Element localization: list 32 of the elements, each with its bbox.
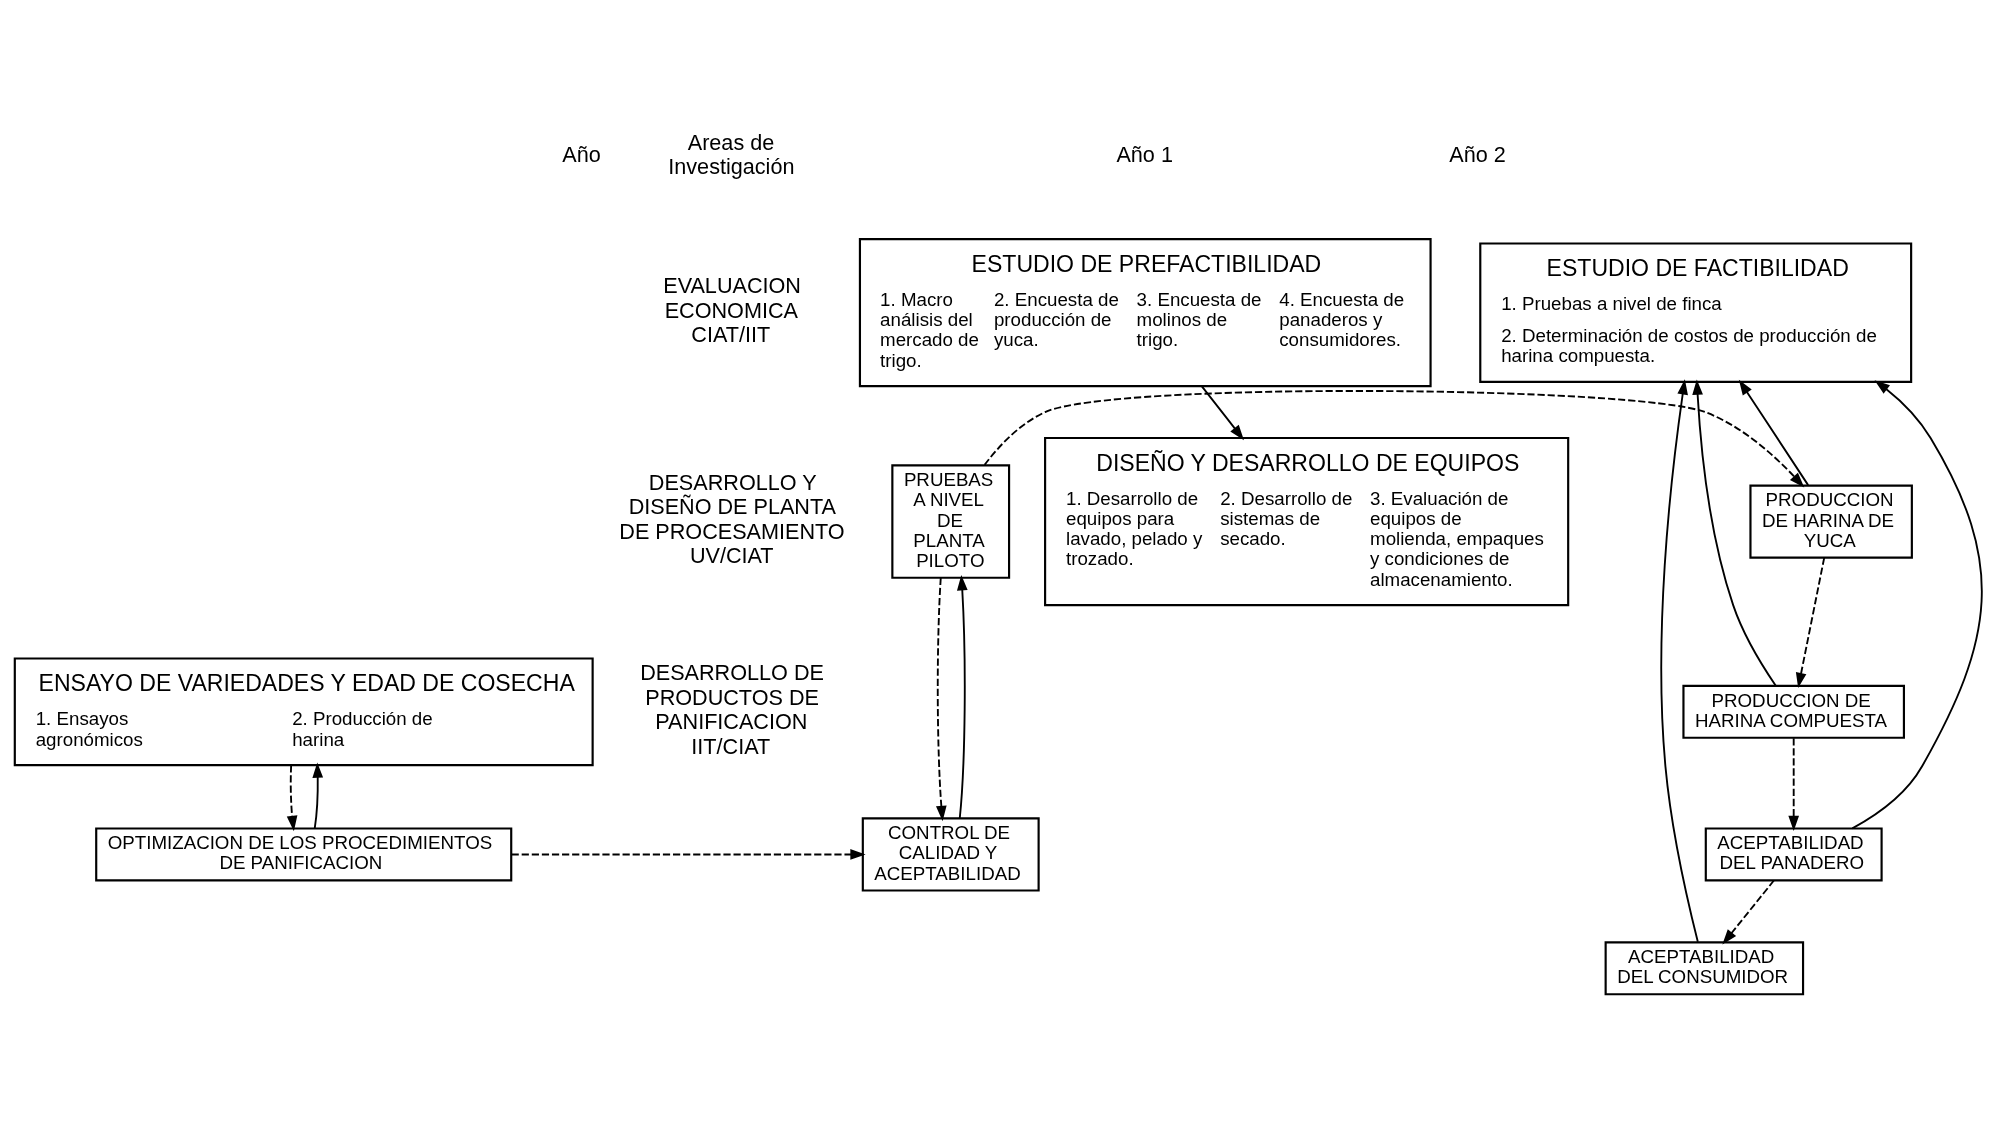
label: DESARROLLO Y DISEÑO DE PLANTA DE PROCESAMIENTO UV/CIAT (619, 469, 845, 569)
arrow (983, 390, 1805, 488)
arrow (312, 762, 324, 830)
arrow (1788, 737, 1800, 832)
label: EVALUACION ECONOMICA CIAT/IIT (663, 273, 801, 348)
arrow (286, 764, 298, 832)
label: DESARROLLO DE PRODUCTOS DE PANIFICACION IIT/CIAT (640, 660, 824, 759)
arrow (1200, 385, 1244, 441)
node-box: DISEÑO Y DESARROLLO DE EQUIPOS 1. Desarrollo de equipos para lavado, pelado y trozado. 2. Desarrollo de sistemas de secado. 3. Evaluación de equipos de molienda, empaques y condiciones de almacenamiento. (1044, 436, 1570, 607)
node-box: PRUEBAS A NIVEL DE PLANTA PILOTO (891, 464, 1011, 579)
node-box: ESTUDIO DE PREFACTIBILIDAD 1. Macro análisis del mercado de trigo. 2. Encuesta de producción de yuca. 3. Encuesta de molinos de trigo. 4. Encuesta de panaderos y consumidores. (858, 238, 1432, 388)
node-box: ENSAYO DE VARIEDADES Y EDAD DE COSECHA 1. Ensayos agronómicos 2. Producción de harina (13, 657, 594, 767)
arrow (935, 576, 947, 822)
arrow (1660, 379, 1699, 943)
label: Año 1 (1116, 142, 1173, 168)
node-box: PRODUCCION DE HARINA COMPUESTA (1682, 684, 1905, 739)
label: Areas de Investigación (668, 129, 795, 180)
arrow (1722, 879, 1775, 945)
label: Año (562, 142, 601, 168)
node-box: ESTUDIO DE FACTIBILIDAD 1. Pruebas a nivel de finca 2. Determinación de costos de producción de harina compuesta. (1479, 242, 1913, 383)
label: Año 2 (1449, 142, 1506, 168)
arrow (1692, 379, 1777, 687)
arrow (1851, 380, 1983, 830)
node-box: OPTIMIZACION DE LOS PROCEDIMIENTOS DE PANIFICACION (95, 827, 513, 882)
arrow (1738, 379, 1810, 487)
arrow (956, 575, 968, 820)
arrow (510, 849, 866, 860)
node-box: ACEPTABILIDAD DEL CONSUMIDOR (1604, 941, 1805, 996)
node-box: ACEPTABILIDAD DEL PANADERO (1704, 827, 1883, 882)
arrow (1795, 556, 1826, 689)
node-box: PRODUCCION DE HARINA DE YUCA (1749, 484, 1913, 559)
node-box: CONTROL DE CALIDAD Y ACEPTABILIDAD (861, 817, 1040, 892)
